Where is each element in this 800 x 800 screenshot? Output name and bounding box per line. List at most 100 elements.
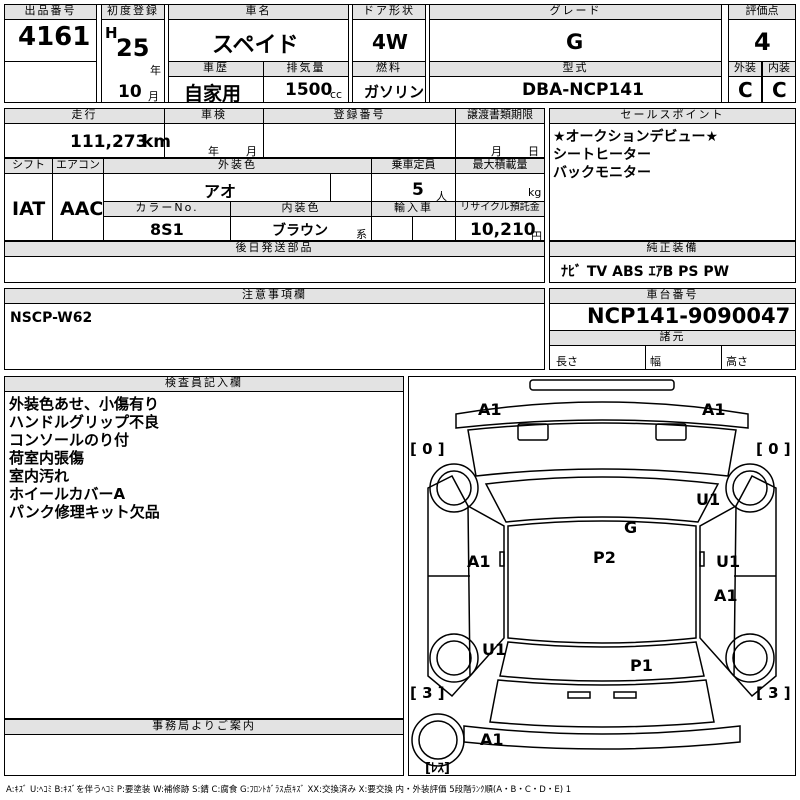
- sales-point-item: バックモニター: [553, 165, 651, 181]
- shift-header: シフト: [4, 158, 53, 174]
- load-unit: kg: [528, 186, 542, 199]
- damage-roof: P2: [593, 548, 616, 567]
- spec-width: 幅: [650, 355, 661, 368]
- tire-rear-right: [ 3 ]: [756, 684, 791, 702]
- import-cell-b: [412, 216, 456, 241]
- int-color-header: 内装色: [230, 201, 372, 217]
- ext-color-cell-extra: [330, 173, 372, 202]
- inspector-note: 外装色あせ、小傷有り: [9, 395, 160, 413]
- caution-header: 注意事項欄: [4, 288, 545, 304]
- damage-right-lower: A1: [714, 586, 738, 605]
- chassis-number: NCP141-9090047: [587, 304, 791, 328]
- damage-front-right: A1: [702, 400, 726, 419]
- exterior-cell: [728, 76, 762, 103]
- damage-left-lower: U1: [482, 640, 507, 659]
- car-diagram: [411, 379, 777, 767]
- spare-tire-status: [ﾚｽ]: [425, 761, 450, 776]
- inspector-header: 検査員記入欄: [4, 376, 404, 392]
- grade: G: [566, 30, 584, 54]
- damage-rear-panel: P1: [630, 656, 653, 675]
- door-type: 4W: [372, 30, 408, 54]
- transfer-cell: [455, 123, 545, 158]
- specs-header: 諸元: [549, 330, 796, 346]
- model: DBA-NCP141: [522, 80, 644, 100]
- later-parts-header: 後日発送部品: [4, 241, 545, 257]
- int-color: ブラウン: [272, 223, 328, 239]
- sales-point-item: シートヒーター: [553, 147, 651, 163]
- inspector-notes: 外装色あせ、小傷有り ハンドルグリップ不良 コンソールのり付 荷室内張傷 室内汚…: [9, 395, 160, 521]
- displacement-cell: [263, 76, 349, 103]
- exterior-score: C: [738, 78, 753, 102]
- era: H: [105, 24, 118, 42]
- transfer-header: 譲渡書類期限: [455, 108, 545, 124]
- mileage-header: 走行: [4, 108, 165, 124]
- capacity-unit: 人: [436, 190, 447, 203]
- insp-year-unit: 年: [208, 145, 219, 158]
- color-no-header: カラーNo.: [103, 201, 231, 217]
- capacity-header: 乗車定員: [371, 158, 456, 174]
- office-cell: [4, 734, 404, 776]
- interior-score: C: [772, 78, 787, 102]
- history: 自家用: [184, 83, 242, 105]
- recycle: 10,210: [470, 220, 536, 240]
- reg-month: 10: [118, 82, 142, 102]
- grade-header: グレード: [429, 4, 722, 20]
- interior-header: 内装: [762, 61, 796, 77]
- equipment: ﾅﾋﾞ TV ABS ｴｱB PS PW: [561, 264, 730, 280]
- spec-height: 高さ: [726, 355, 748, 368]
- recycle-header: リサイクル預託金: [455, 201, 545, 217]
- equipment-header: 純正装備: [549, 241, 796, 257]
- exterior-header: 外装: [728, 61, 762, 77]
- month-unit: 月: [148, 90, 159, 103]
- displacement-header: 排気量: [263, 61, 349, 77]
- inspector-note: 荷室内張傷: [9, 449, 85, 467]
- office-header: 事務局よりご案内: [4, 719, 404, 735]
- tire-front-right: [ 0 ]: [756, 440, 791, 458]
- lot-header: 出品番号: [4, 4, 97, 20]
- damage-front-left: A1: [478, 400, 502, 419]
- inspector-note: コンソールのり付: [9, 431, 130, 449]
- import-header: 輸入車: [371, 201, 456, 217]
- transfer-month-unit: 月: [491, 145, 502, 158]
- inspector-note: ハンドルグリップ不良: [9, 413, 160, 431]
- spec-height-cell: [721, 345, 796, 370]
- damage-right-upper: U1: [696, 490, 721, 509]
- tire-rear-left: [ 3 ]: [410, 684, 445, 702]
- legend: A:ｷｽﾞ U:ﾍｺﾐ B:ｷｽﾞを伴うﾍｺﾐ P:要塗装 W:補修跡 S:錆 …: [6, 785, 572, 795]
- fuel: ガソリン: [364, 83, 425, 101]
- insp-month-unit: 月: [246, 145, 257, 158]
- history-header: 車歴: [168, 61, 264, 77]
- year-unit: 年: [150, 64, 161, 77]
- inspector-note: ホイールカバーA: [9, 485, 126, 503]
- plate-header: 登録番号: [263, 108, 456, 124]
- capacity: 5: [412, 180, 424, 200]
- model-cell: [429, 76, 722, 103]
- spec-length: 長さ: [556, 355, 578, 368]
- recycle-unit: 円: [531, 230, 542, 243]
- door-header: ドア形状: [352, 4, 426, 20]
- score-header: 評価点: [728, 4, 796, 20]
- damage-glass: G: [624, 518, 638, 537]
- car-name: スペイド: [212, 33, 299, 58]
- chassis-header: 車台番号: [549, 288, 796, 304]
- model-header: 型式: [429, 61, 722, 77]
- caution-text: NSCP-W62: [10, 310, 93, 326]
- sales-point-cell: [549, 123, 796, 241]
- fuel-header: 燃料: [352, 61, 426, 77]
- inspector-note: パンク修理キット欠品: [9, 503, 160, 521]
- aircon: AAC: [60, 198, 104, 220]
- inspector-cell: [4, 391, 404, 719]
- mileage: 111,273: [70, 132, 148, 152]
- sales-point-header: セールスポイント: [549, 108, 796, 124]
- damage-left-mid: A1: [467, 552, 491, 571]
- displacement: 1500: [285, 80, 333, 100]
- sales-points-list: ★オークションデビュー★ シートヒーター バックモニター: [553, 128, 718, 182]
- aircon-header: エアコン: [52, 158, 104, 174]
- int-color-suffix: 系: [356, 228, 367, 241]
- shift: IAT: [12, 198, 46, 220]
- later-parts-cell: [4, 256, 545, 283]
- max-load-header: 最大積載量: [455, 158, 545, 174]
- damage-rear: A1: [480, 730, 504, 749]
- transfer-day-unit: 日: [528, 145, 539, 158]
- ext-color: アオ: [204, 182, 237, 201]
